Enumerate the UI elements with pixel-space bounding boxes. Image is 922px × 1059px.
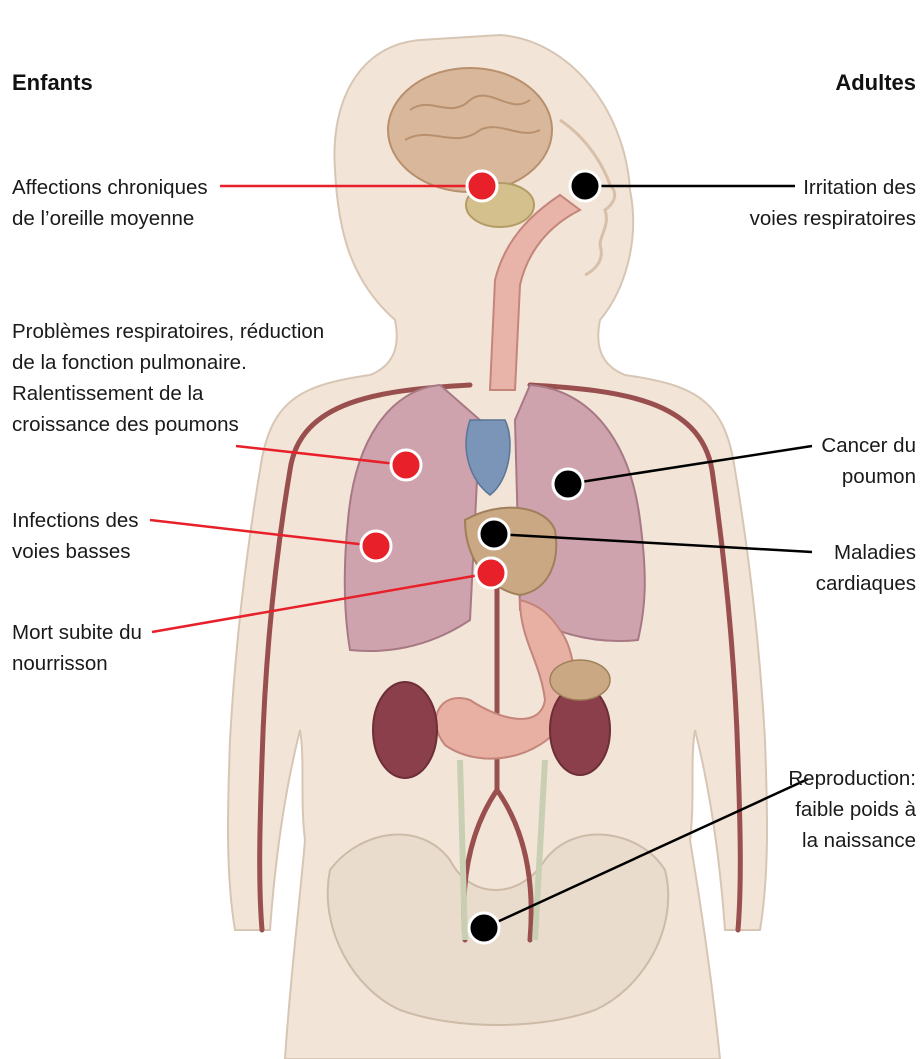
children-effect-lower-infections: Infections des voies basses bbox=[12, 505, 139, 567]
adult-marker-cancer bbox=[553, 469, 583, 499]
adult-marker-reproduction bbox=[469, 913, 499, 943]
adults-header: Adultes bbox=[835, 70, 916, 96]
label-line: poumon bbox=[821, 461, 916, 492]
label-line: Ralentissement de la bbox=[12, 378, 324, 409]
children-effect-lungs: Problèmes respiratoires, réduction de la… bbox=[12, 316, 324, 440]
label-line: Problèmes respiratoires, réduction bbox=[12, 316, 324, 347]
adult-marker-heart bbox=[479, 519, 509, 549]
adult-effect-heart: Maladies cardiaques bbox=[816, 537, 916, 599]
adult-effect-cancer: Cancer du poumon bbox=[821, 430, 916, 492]
children-marker-lungs bbox=[391, 450, 421, 480]
adult-effect-reproduction: Reproduction: faible poids à la naissanc… bbox=[788, 763, 916, 856]
label-line: de la fonction pulmonaire. bbox=[12, 347, 324, 378]
label-line: cardiaques bbox=[816, 568, 916, 599]
children-marker-sids bbox=[476, 558, 506, 588]
label-line: Infections des bbox=[12, 505, 139, 536]
label-line: Reproduction: bbox=[788, 763, 916, 794]
children-effect-sids: Mort subite du nourrisson bbox=[12, 617, 142, 679]
label-line: croissance des poumons bbox=[12, 409, 324, 440]
label-line: voies basses bbox=[12, 536, 139, 567]
label-line: nourrisson bbox=[12, 648, 142, 679]
adult-effect-airway: Irritation des voies respiratoires bbox=[750, 172, 916, 234]
label-line: la naissance bbox=[788, 825, 916, 856]
label-line: Irritation des bbox=[750, 172, 916, 203]
label-line: faible poids à bbox=[788, 794, 916, 825]
adult-marker-airway bbox=[570, 171, 600, 201]
children-marker-lower-infections bbox=[361, 531, 391, 561]
label-line: voies respiratoires bbox=[750, 203, 916, 234]
label-line: de l’oreille moyenne bbox=[12, 203, 208, 234]
label-line: Mort subite du bbox=[12, 617, 142, 648]
children-marker-ear bbox=[467, 171, 497, 201]
label-line: Maladies bbox=[816, 537, 916, 568]
label-line: Cancer du bbox=[821, 430, 916, 461]
children-effect-ear: Affections chroniques de l’oreille moyen… bbox=[12, 172, 208, 234]
children-header: Enfants bbox=[12, 70, 93, 96]
label-line: Affections chroniques bbox=[12, 172, 208, 203]
